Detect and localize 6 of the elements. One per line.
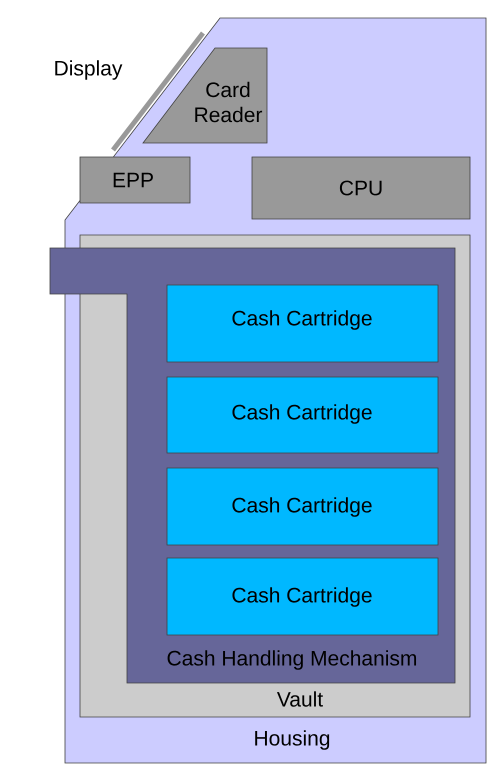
epp-box: EPP [80, 156, 190, 204]
cartridge-box: Cash Cartridge [166, 284, 438, 362]
cartridge-box: Cash Cartridge [166, 468, 438, 546]
cartridge-box: Cash Cartridge [166, 376, 438, 454]
cartridge-box: Cash Cartridge [166, 558, 438, 636]
cpu-box: CPU [252, 156, 470, 220]
